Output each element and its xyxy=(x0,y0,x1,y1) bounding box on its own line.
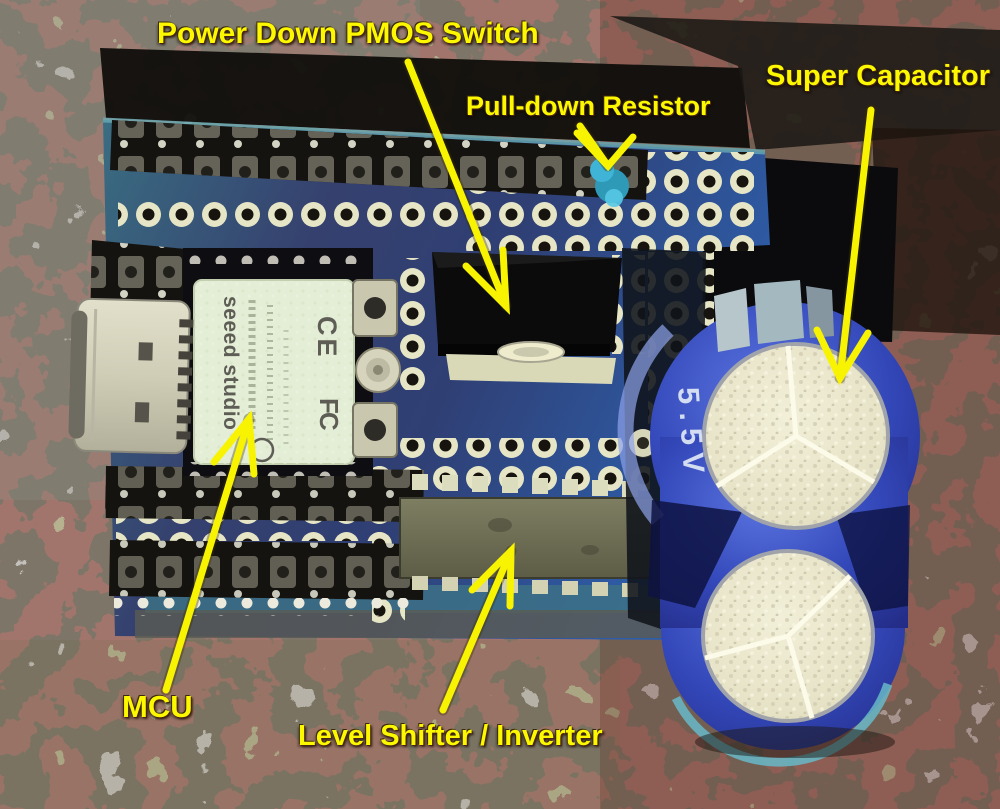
mcu-module: seeed studio CE FC xyxy=(183,248,401,476)
fcc-mark-icon: FC xyxy=(314,398,344,431)
pmos-arrow xyxy=(404,58,510,315)
super-capacitor-arrow xyxy=(813,106,875,386)
ce-mark-icon: CE xyxy=(312,316,342,360)
level-shifter-arrow xyxy=(439,542,515,714)
capacitor-marking-text: 5.5V xyxy=(671,386,710,482)
capacitor-disc-bottom xyxy=(701,549,875,723)
pmos-switch-component xyxy=(432,252,622,384)
super-capacitor-component: 5.5V xyxy=(617,248,920,767)
label-pull-down-resistor: Pull-down Resistor xyxy=(466,91,711,121)
pull-down-resistor-component xyxy=(590,158,629,207)
label-power-down-pmos-switch: Power Down PMOS Switch xyxy=(157,17,539,50)
mcu-brand-text: seeed studio xyxy=(219,296,242,430)
label-super-capacitor: Super Capacitor xyxy=(766,60,990,92)
usb-c-connector xyxy=(68,297,194,455)
label-level-shifter-inverter: Level Shifter / Inverter xyxy=(298,720,603,752)
level-shifter-chip xyxy=(399,474,653,597)
annotation-arrows xyxy=(160,56,877,716)
mcu-arrow xyxy=(162,410,258,694)
capacitor-disc-top xyxy=(702,342,890,530)
pull-down-resistor-arrow xyxy=(573,122,637,172)
label-mcu: MCU xyxy=(122,689,193,724)
